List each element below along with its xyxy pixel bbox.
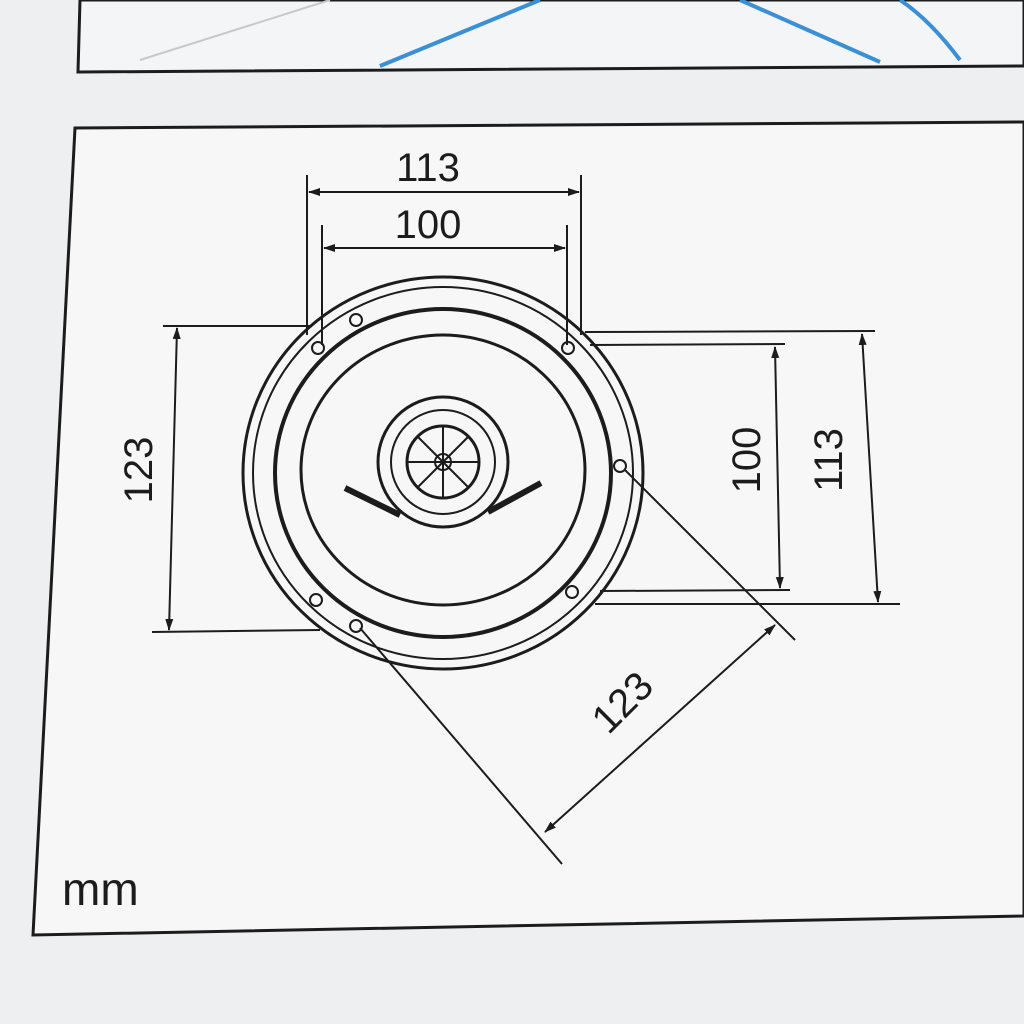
dimension-right-inner: 100 [725, 427, 769, 494]
dimension-right-outer: 113 [807, 428, 851, 492]
dimension-lines [151, 175, 900, 865]
dimension-top-outer: 113 [396, 146, 460, 190]
diagram-frame [31, 120, 1024, 937]
dimension-left-height: 123 [117, 437, 161, 504]
dimension-top-inner: 100 [395, 203, 462, 247]
top-panel [76, 0, 1024, 74]
unit-label: mm [62, 863, 139, 915]
speaker-drawing [241, 275, 645, 671]
